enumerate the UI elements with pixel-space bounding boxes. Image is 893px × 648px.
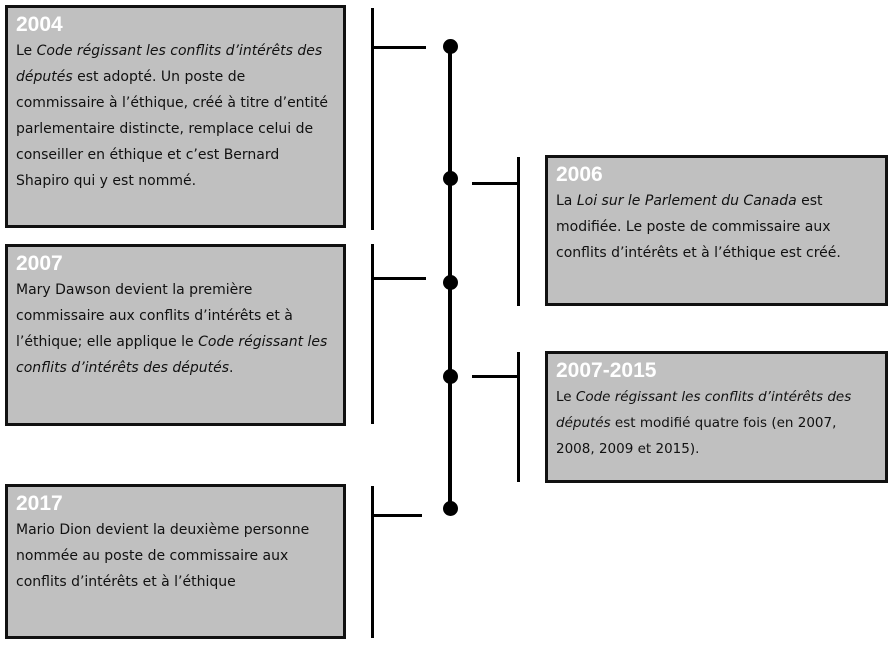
event-description: Le Code régissant les conflits d’intérêt… bbox=[16, 38, 335, 194]
timeline-dot-2004 bbox=[443, 39, 458, 54]
bracket-2004-connector bbox=[374, 46, 426, 49]
event-description: La Loi sur le Parlement du Canada est mo… bbox=[556, 188, 877, 266]
event-box-2017: 2017 Mario Dion devient la deuxième pers… bbox=[5, 484, 346, 639]
description-text: Mary Dawson devient la première commissa… bbox=[16, 282, 293, 350]
event-description: Mary Dawson devient la première commissa… bbox=[16, 277, 335, 381]
timeline-dot-2017 bbox=[443, 501, 458, 516]
description-text: est modifiée. Le poste de commissaire au… bbox=[556, 193, 841, 261]
event-box-2007: 2007 Mary Dawson devient la première com… bbox=[5, 244, 346, 426]
bracket-2007-connector bbox=[374, 277, 426, 280]
event-year: 2017 bbox=[16, 492, 63, 515]
timeline-dot-2007 bbox=[443, 275, 458, 290]
description-text: Le bbox=[16, 43, 37, 59]
bracket-2017-connector bbox=[374, 514, 422, 517]
description-text: La bbox=[556, 193, 577, 209]
bracket-2007-2015-connector bbox=[472, 375, 517, 378]
description-text: est adopté. Un poste de commissaire à l’… bbox=[16, 69, 329, 189]
event-box-2004: 2004 Le Code régissant les conflits d’in… bbox=[5, 5, 346, 228]
italic-title-text: Loi sur le Parlement du Canada bbox=[576, 193, 797, 209]
event-year: 2007 bbox=[16, 252, 63, 275]
bracket-2006-connector bbox=[472, 182, 517, 185]
event-description: Mario Dion devient la deuxième personne … bbox=[16, 517, 335, 595]
description-text: Mario Dion devient la deuxième personne … bbox=[16, 522, 310, 590]
event-year: 2007-2015 bbox=[556, 359, 657, 382]
bracket-2007-vertical bbox=[371, 244, 374, 424]
bracket-2017-vertical bbox=[371, 486, 374, 638]
event-year: 2004 bbox=[16, 13, 63, 36]
italic-title-text: Code régissant les conflits d’intérêts d… bbox=[556, 389, 852, 431]
event-year: 2006 bbox=[556, 163, 603, 186]
italic-title-text: Code régissant les conflits d’intérêts d… bbox=[16, 43, 323, 85]
event-description: Le Code régissant les conflits d’intérêt… bbox=[556, 384, 877, 462]
bracket-2004-vertical bbox=[371, 8, 374, 230]
description-text: Le bbox=[556, 389, 576, 405]
description-text: est modifié quatre fois (en 2007, 2008, … bbox=[556, 415, 837, 457]
bracket-2007-2015-vertical bbox=[517, 352, 520, 482]
bracket-2006-vertical bbox=[517, 157, 520, 306]
description-text: . bbox=[229, 360, 234, 376]
timeline-dot-2006 bbox=[443, 171, 458, 186]
timeline-dot-2007-2015 bbox=[443, 369, 458, 384]
italic-title-text: Code régissant les conflits d’intérêts d… bbox=[16, 334, 328, 376]
event-box-2007-2015: 2007-2015 Le Code régissant les conflits… bbox=[545, 351, 888, 483]
event-box-2006: 2006 La Loi sur le Parlement du Canada e… bbox=[545, 155, 888, 306]
